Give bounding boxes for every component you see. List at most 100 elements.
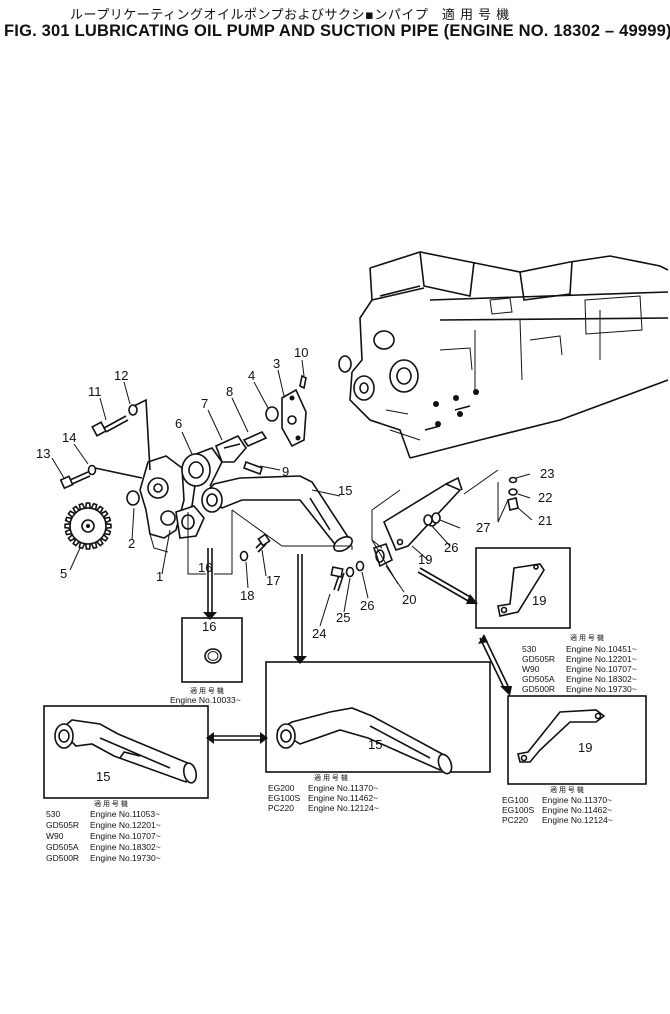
- gear-tooth: [104, 528, 112, 536]
- applicability-engine: Engine No.10033~: [170, 695, 241, 705]
- callout-4: 4: [248, 368, 255, 383]
- gear-tooth: [72, 505, 80, 514]
- gear-tooth: [78, 542, 86, 550]
- applicability-engine: Engine No.12201~: [566, 654, 637, 664]
- detail-box-pipe-left: [43, 705, 209, 799]
- callout-numbers: 1 2 3 4 5 6 7 8 9 10 11 12 13 14 15 16 1…: [36, 345, 592, 784]
- frame-lines: [187, 469, 509, 585]
- washer-25: [345, 566, 355, 578]
- bushing: [126, 490, 140, 506]
- applicability-model: GD500R: [522, 684, 555, 694]
- applicability-engine: Engine No.11370~: [542, 795, 612, 805]
- applicability-model: 530: [46, 809, 60, 819]
- applicability-model: EG100S: [268, 793, 300, 803]
- applicability-engine: Engine No.19730~: [566, 684, 637, 694]
- bolt-21: [507, 497, 519, 511]
- gear-tooth: [85, 502, 91, 509]
- pin-8: [242, 430, 268, 448]
- bolt-24: [330, 566, 345, 592]
- reference-arrows: [203, 548, 512, 744]
- gear-tooth: [78, 502, 86, 510]
- callout-15-detail-left: 15: [96, 769, 110, 784]
- applicability-engine: Engine No.19730~: [90, 853, 161, 863]
- callout-8: 8: [226, 384, 233, 399]
- applicability-engine: Engine No.11370~: [308, 783, 378, 793]
- applicability-model: EG100: [502, 795, 529, 805]
- callout-25: 25: [336, 610, 350, 625]
- gear-tooth: [105, 523, 112, 529]
- applicability-heading: 適 用 号 機: [314, 773, 348, 782]
- drive-gear: [64, 502, 112, 550]
- applicability-model: GD505R: [46, 820, 79, 830]
- applicability-model: EG100S: [502, 805, 534, 815]
- applicability-model: GD505A: [522, 674, 555, 684]
- gear-tooth: [64, 528, 72, 536]
- callout-21: 21: [538, 513, 552, 528]
- callout-7: 7: [201, 396, 208, 411]
- callout-23: 23: [540, 466, 554, 481]
- callout-27: 27: [476, 520, 490, 535]
- applicability-pipe-left: 適 用 号 機 530 Engine No.11053~ GD505R Engi…: [46, 799, 161, 863]
- callout-10: 10: [294, 345, 308, 360]
- callout-22: 22: [538, 490, 552, 505]
- washer-12: [128, 404, 138, 416]
- gear-tooth: [90, 502, 98, 510]
- suction-pipe-main: [201, 475, 353, 553]
- washer-22: [508, 488, 518, 496]
- callout-19-detail-bottom: 19: [578, 740, 592, 755]
- gear-tooth: [85, 543, 91, 550]
- gear-tooth: [96, 505, 104, 514]
- callout-16-detail: 16: [202, 619, 216, 634]
- applicability-model: GD505R: [522, 654, 555, 664]
- dowel-9: [242, 460, 264, 476]
- gear-tooth: [72, 538, 80, 547]
- callout-5: 5: [60, 566, 67, 581]
- gear-tooth: [64, 523, 71, 529]
- callout-26-upper: 26: [444, 540, 458, 555]
- applicability-model: PC220: [268, 803, 294, 813]
- detail-box-pipe-center: [265, 661, 491, 775]
- applicability-engine: Engine No.10707~: [566, 664, 637, 674]
- washer-27: [431, 512, 441, 524]
- detail-box-ring: [181, 617, 243, 683]
- applicability-model: GD500R: [46, 853, 79, 863]
- drive-shaft: [214, 434, 248, 463]
- applicability-pipe-center: 適 用 号 機 EG200 Engine No.11370~ EG100S En…: [268, 773, 379, 813]
- detail-box-bracket-top: [475, 547, 571, 629]
- callout-leaders: [51, 359, 533, 627]
- callout-9: 9: [282, 464, 289, 479]
- callout-3: 3: [273, 356, 280, 371]
- pump-cover: [281, 388, 307, 448]
- callout-13: 13: [36, 446, 50, 461]
- applicability-engine: Engine No.11053~: [90, 809, 160, 819]
- callout-19-upper: 19: [418, 552, 432, 567]
- applicability-bracket-bottom: 適 用 号 機 EG100 Engine No.11370~ EG100S En…: [502, 785, 613, 825]
- callout-12: 12: [114, 368, 128, 383]
- applicability-engine: Engine No.11462~: [308, 793, 378, 803]
- bolt-13: [59, 471, 91, 490]
- gear-tooth: [67, 510, 76, 518]
- applicability-model: PC220: [502, 815, 528, 825]
- applicability-model: W90: [46, 831, 64, 841]
- applicability-engine: Engine No.10707~: [90, 831, 161, 841]
- applicability-bracket-top: 適 用 号 機 530 Engine No.10451~ GD505R Engi…: [522, 633, 637, 694]
- clamp-20: [372, 542, 394, 568]
- callout-20: 20: [402, 592, 416, 607]
- callout-26-lower: 26: [360, 598, 374, 613]
- leader-12: [133, 398, 151, 471]
- engine-block: [338, 251, 669, 459]
- washer-18: [239, 550, 249, 562]
- applicability-engine: Engine No.18302~: [566, 674, 637, 684]
- callout-17: 17: [266, 573, 280, 588]
- callout-16: 16: [198, 560, 212, 575]
- gear-tooth: [100, 534, 109, 542]
- applicability-heading: 適 用 号 機: [190, 686, 224, 695]
- applicability-model: EG200: [268, 783, 295, 793]
- bolt-11: [91, 415, 129, 437]
- applicability-model: W90: [522, 664, 540, 674]
- washer-26: [423, 514, 433, 526]
- applicability-engine: Engine No.12124~: [308, 803, 379, 813]
- callout-18: 18: [240, 588, 254, 603]
- applicability-ring: 適 用 号 機 Engine No.10033~: [170, 686, 241, 705]
